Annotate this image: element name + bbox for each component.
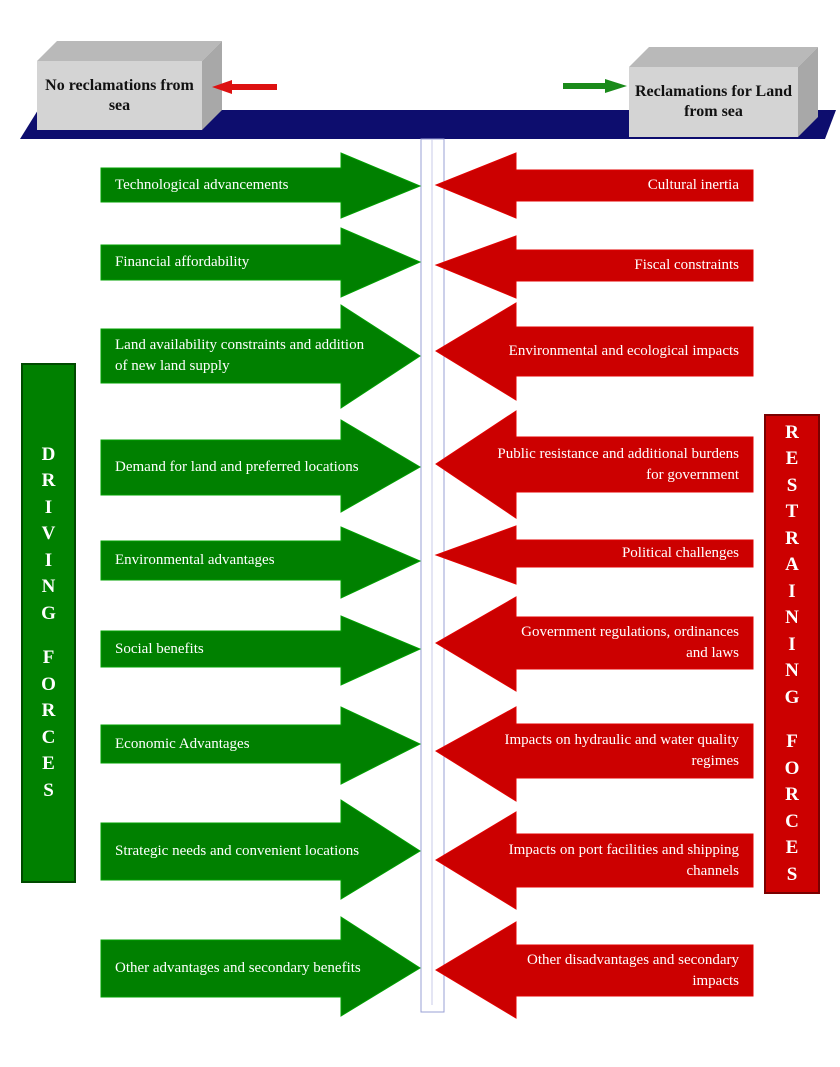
restraining-force-label: Public resistance and additional burdens…: [497, 445, 739, 483]
driving-force-arrow: [100, 419, 421, 513]
restraining-force-label: Cultural inertia: [647, 177, 739, 193]
no-reclamations-label: No reclamations from sea: [45, 76, 194, 114]
driving-forces-bar: [21, 363, 76, 883]
driving-force-label: Financial affordability: [115, 254, 250, 270]
right-box-top: [629, 47, 818, 67]
driving-force-label: Technological advancements: [115, 176, 289, 193]
restraining-force-arrow: [434, 152, 754, 219]
restraining-force-label: Impacts on port facilities and shipping …: [508, 841, 739, 879]
reclamations-label: Reclamations for Land from sea: [634, 83, 793, 120]
left-box-top: [37, 41, 222, 61]
driving-force-label: Land availability constraints and additi…: [115, 337, 365, 374]
driving-force-label: Demand for land and preferred locations: [115, 459, 359, 475]
restraining-force-arrow: [435, 410, 754, 519]
driving-force-arrow: [100, 916, 421, 1017]
right-box-front: [629, 67, 798, 137]
restraining-force-arrow: [435, 596, 754, 692]
restraining-force-label: Fiscal constraints: [634, 257, 739, 273]
restraining-force-label: Environmental and ecological impacts: [508, 343, 739, 359]
driving-force-label: Social benefits: [115, 640, 204, 657]
driving-force-arrow: [100, 706, 422, 785]
restraining-force-arrow: [434, 525, 754, 585]
right-direction-arrow: [563, 79, 627, 93]
driving-force-arrow: [100, 615, 422, 686]
restraining-force-arrow: [435, 302, 754, 401]
restraining-force-label: Government regulations, ordinances and l…: [521, 624, 739, 661]
left-direction-arrow: [212, 80, 277, 94]
driving-force-label: Other advantages and secondary benefits: [115, 960, 361, 976]
driving-force-label: Economic Advantages: [115, 735, 250, 752]
left-box-front: [37, 61, 202, 130]
restraining-force-label: Political challenges: [621, 545, 739, 561]
driving-force-arrow: [100, 526, 422, 599]
restraining-force-arrow: [435, 921, 754, 1019]
restraining-force-arrow: [435, 811, 754, 910]
restraining-force-arrow: [434, 235, 754, 299]
restraining-force-arrow: [435, 706, 754, 802]
driving-force-label: Environmental advantages: [115, 552, 275, 568]
restraining-force-label: Impacts on hydraulic and water quality r…: [504, 732, 739, 769]
driving-force-arrow: [100, 227, 422, 298]
driving-force-label: Strategic needs and convenient locations: [115, 843, 360, 859]
driving-force-arrow: [100, 799, 421, 900]
left-box-side: [202, 41, 222, 130]
restraining-forces-bar: [764, 414, 820, 894]
right-box-side: [798, 47, 818, 137]
driving-force-arrow: [100, 152, 422, 219]
driving-force-arrow: [100, 304, 421, 409]
restraining-force-label: Other disadvantages and secondary impact…: [526, 951, 739, 989]
